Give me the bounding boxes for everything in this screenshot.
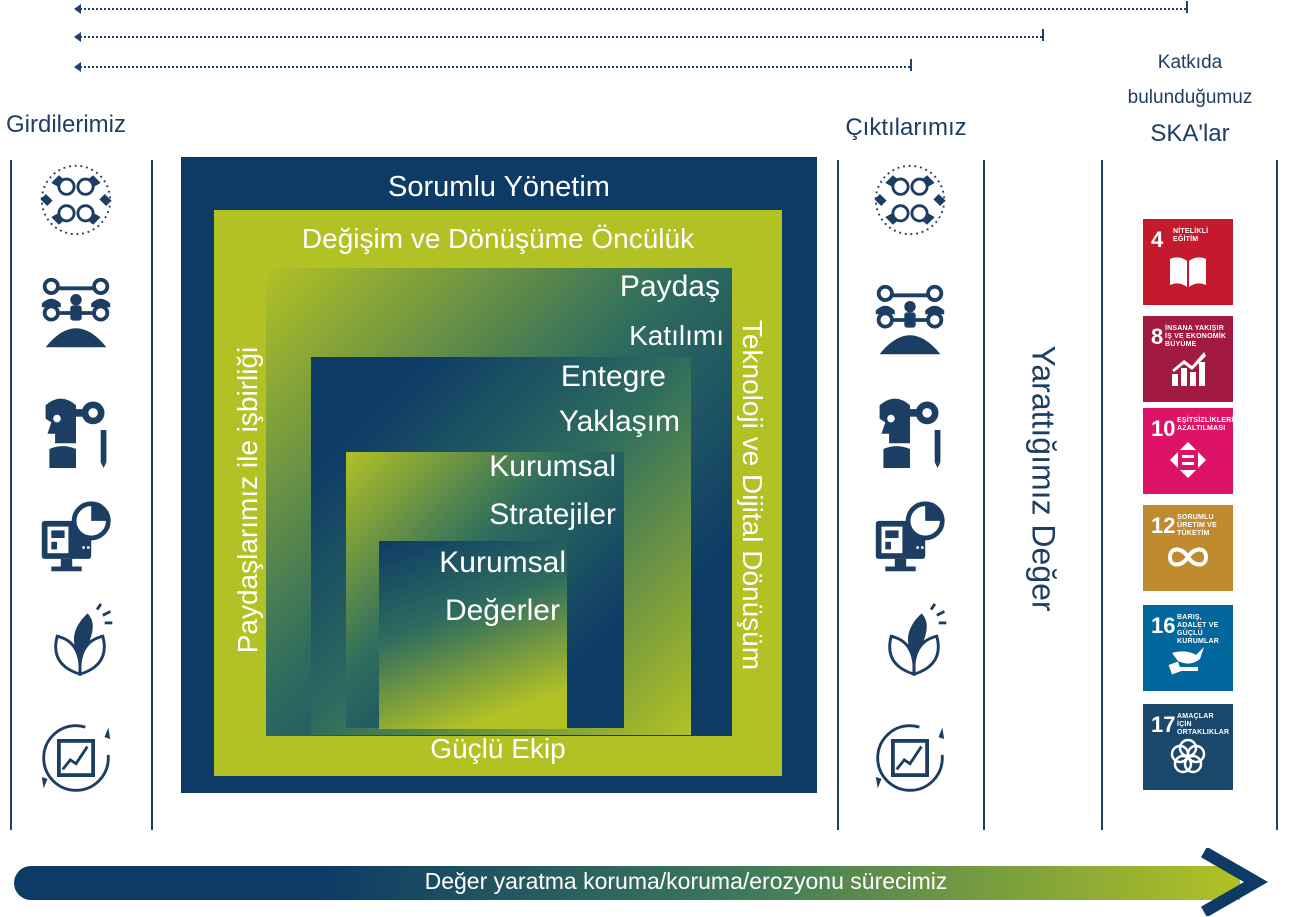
partnership-rings-icon [1170,738,1206,774]
timeline-arrow-long [74,1,1188,14]
corporate-strategies-line2: Stratejiler [489,498,616,531]
leaf-sun-icon [42,602,118,678]
divider [983,160,985,830]
growth-chart-cycle-icon [38,720,114,796]
equality-arrows-icon [1170,442,1206,478]
sdg-4-tile: 4 NİTELİKLİ EĞİTİM [1143,219,1233,305]
growth-chart-cycle-icon [872,720,948,796]
collaboration-hands-icon [872,162,948,238]
leaf-sun-icon [876,602,952,678]
process-arrow-label: Değer yaratma koruma/koruma/erozyonu sür… [424,868,948,894]
sdg-title-line1: Katkıda [1157,52,1223,73]
process-arrow-bar [14,866,1240,900]
corporate-values-box [379,541,567,729]
growth-bars-icon [1172,352,1206,386]
monitor-chart-icon [872,500,948,576]
value-created-label: Yarattığımız Değer [1025,345,1062,612]
outputs-title: Çıktılarımız [845,114,967,141]
corporate-values-line1: Kurumsal [439,546,566,579]
divider [837,160,839,830]
collaboration-hands-icon [38,162,114,238]
timeline-arrow-short [74,59,912,72]
sdg-8-tile: 8 İNSANA YAKIŞIR İŞ VE EKONOMİK BÜYÜME [1143,316,1233,402]
sdg-title-line3: SKA'lar [1150,120,1230,147]
corporate-values-line2: Değerler [444,594,560,627]
digital-transformation-label: Teknoloji ve Dijital Dönüşüm [737,319,768,671]
inputs-title: Girdilerimiz [6,111,126,138]
sdg-title-line2: bulunduğumuz [1127,87,1253,108]
divider [1101,160,1103,830]
strong-team-label: Güçlü Ekip [430,733,566,764]
corporate-strategies-line1: Kurumsal [489,450,616,483]
stakeholder-engagement-line2: Katılımı [629,320,724,351]
dove-gavel-icon [1168,647,1204,675]
stakeholder-collaboration-label: Paydaşlarımız ile işbirliği [232,346,263,654]
change-leadership-label: Değişim ve Dönüşüme Öncülük [301,223,695,254]
network-people-icon [38,275,114,351]
responsible-governance-label: Sorumlu Yönetim [388,171,610,203]
sdg-10-tile: 10 EŞİTSİZLİKLERİN AZALTILMASI [1143,408,1233,494]
timeline-arrow-medium [74,29,1044,42]
key-head-icon [872,392,948,468]
divider [10,160,12,830]
integrated-approach-line2: Yaklaşım [558,405,680,438]
network-people-icon [872,282,948,358]
sdg-17-tile: 17 AMAÇLAR İÇİN ORTAKLIKLAR [1143,704,1233,790]
divider [1276,160,1278,830]
chevron-right-icon [1201,848,1269,916]
divider [151,160,153,830]
integrated-approach-line1: Entegre [560,360,666,393]
book-icon [1170,257,1206,287]
sdg-16-tile: 16 BARIŞ, ADALET VE GÜÇLÜ KURUMLAR [1143,605,1233,691]
infinity-icon [1168,547,1208,567]
key-head-icon [38,392,114,468]
stakeholder-engagement-line1: Paydaş [619,270,720,303]
sdg-12-tile: 12 SORUMLU ÜRETİM VE TÜKETİM [1143,505,1233,591]
monitor-chart-icon [38,500,114,576]
